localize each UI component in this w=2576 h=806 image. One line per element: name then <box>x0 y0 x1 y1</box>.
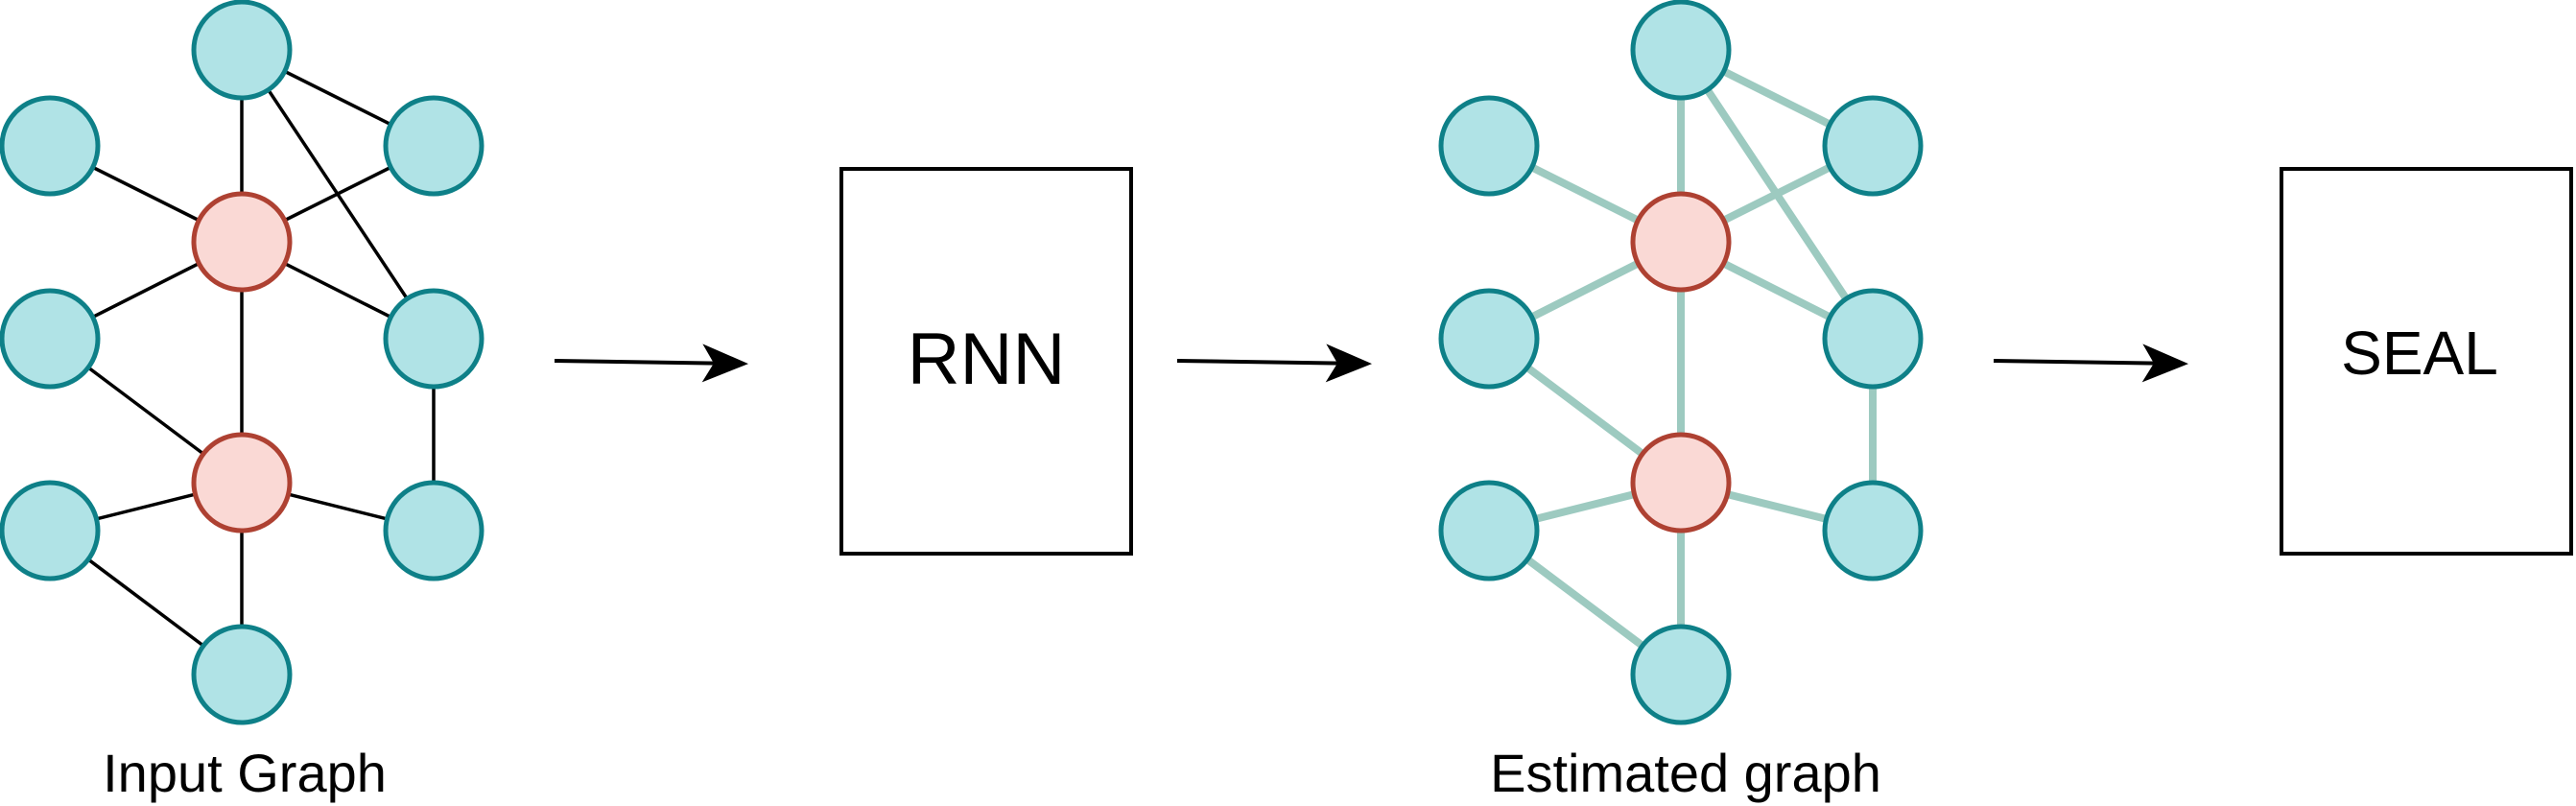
estimated-graph-node-ul <box>1438 95 1540 197</box>
input-graph-node-bot <box>191 624 293 725</box>
estimated-graph-node-top <box>1630 0 1732 101</box>
input-graph-node-hub2 <box>191 432 293 533</box>
input-graph-node-ur <box>383 95 484 197</box>
rnn-box: RNN <box>839 167 1133 556</box>
input-graph-node-top <box>191 0 293 101</box>
estimated-graph <box>1438 0 1924 725</box>
input-graph <box>0 0 484 725</box>
estimated-graph-node-ll <box>1438 480 1540 581</box>
estimated-graph-node-ur <box>1822 95 1924 197</box>
estimated-graph-node-lr <box>1822 480 1924 581</box>
input-graph-node-ll <box>0 480 101 581</box>
estimated-graph-caption: Estimated graph <box>1490 743 1881 803</box>
arrow-to-seal <box>1993 344 2188 383</box>
estimated-graph-node-mr <box>1822 288 1924 390</box>
estimated-graph-node-hub2 <box>1630 432 1732 533</box>
seal-label: SEAL <box>2341 319 2498 388</box>
estimated-graph-node-ml <box>1438 288 1540 390</box>
seal-box: SEAL <box>2280 167 2573 556</box>
input-graph-node-ul <box>0 95 101 197</box>
estimated-graph-node-bot <box>1630 624 1732 725</box>
input-graph-node-ml <box>0 288 101 390</box>
input-graph-node-lr <box>383 480 484 581</box>
rnn-label: RNN <box>908 319 1066 400</box>
estimated-graph-node-hub1 <box>1630 191 1732 293</box>
input-graph-caption: Input Graph <box>103 743 387 803</box>
arrow-to-rnn <box>554 344 748 383</box>
arrow-to-estimated-graph <box>1176 344 1372 383</box>
input-graph-node-hub1 <box>191 191 293 293</box>
input-graph-node-mr <box>383 288 484 390</box>
